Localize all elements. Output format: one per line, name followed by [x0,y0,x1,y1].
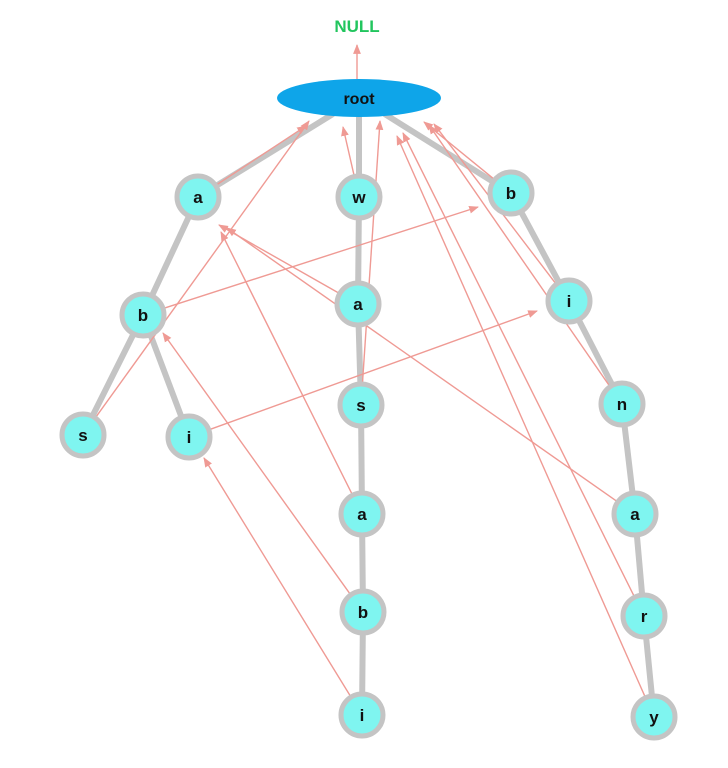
trie-node-label: b [506,184,516,203]
root-node-shape [277,79,441,117]
failure-link-b3-b2 [162,332,351,594]
trie-node-circle [545,277,593,325]
trie-node-a4: a [611,490,659,538]
trie-node-b3: b [339,588,387,636]
failure-link-b1-root [423,121,494,180]
failure-link-b2-b1 [164,205,479,309]
trie-node-label: s [78,426,87,445]
trie-node-a2: a [334,280,382,328]
trie-node-circle [334,280,382,328]
trie-node-y: y [630,693,678,741]
failure-link-w-root [341,126,355,175]
trie-node-circle [335,173,383,221]
trie-node-label: b [358,603,368,622]
trie-node-circle [487,169,535,217]
trie-node-label: i [567,292,572,311]
failure-link-y-root [396,135,646,697]
failure-link-a3-a1 [220,231,353,494]
trie-node-label: a [630,505,640,524]
trie-node-circle [339,588,387,636]
trie-node-label: y [649,708,659,727]
trie-node-label: s [356,396,365,415]
trie-node-b2: b [119,291,167,339]
trie-node-label: n [617,395,627,414]
root-node: root [277,79,441,117]
failure-link-s2-root [361,120,384,383]
trie-node-label: a [353,295,363,314]
failure-link-r-root [402,132,635,596]
trie-node-circle [620,592,668,640]
trie-node-circle [338,490,386,538]
trie-node-w: w [335,173,383,221]
root-node-label: root [343,91,375,108]
trie-node-i1: i [165,413,213,461]
failure-link-a4-a1 [226,227,617,502]
trie-node-s1: s [59,411,107,459]
trie-node-i3: i [338,691,386,739]
trie-node-circle [165,413,213,461]
trie-node-a3: a [338,490,386,538]
trie-node-b1: b [487,169,535,217]
trie-node-s2: s [337,381,385,429]
trie-node-circle [337,381,385,429]
trie-node-circle [598,380,646,428]
failure-links [95,120,646,697]
failure-link-i3-i1 [203,457,351,696]
trie-node-label: w [351,188,366,207]
trie-node-circle [611,490,659,538]
trie-node-circle [59,411,107,459]
trie-node-label: i [187,428,192,447]
trie-node-label: b [138,306,148,325]
trie-node-label: r [641,607,648,626]
trie-node-circle [338,691,386,739]
failure-link-s1-root [95,120,310,417]
null-label: NULL [334,17,379,36]
trie-node-circle [119,291,167,339]
tree-edge-root-a1 [195,111,336,200]
failure-link-n-root [428,124,610,386]
trie-nodes: root a w b b a i s i s n a a b r i y [59,79,678,741]
trie-node-a1: a [174,173,222,221]
trie-node-circle [174,173,222,221]
trie-node-n: n [598,380,646,428]
trie-node-label: i [360,706,365,725]
trie-node-label: a [193,188,203,207]
failure-link-a1-root [216,125,307,185]
trie-node-i2: i [545,277,593,325]
trie-node-circle [630,693,678,741]
trie-node-r: r [620,592,668,640]
trie-node-label: a [357,505,367,524]
